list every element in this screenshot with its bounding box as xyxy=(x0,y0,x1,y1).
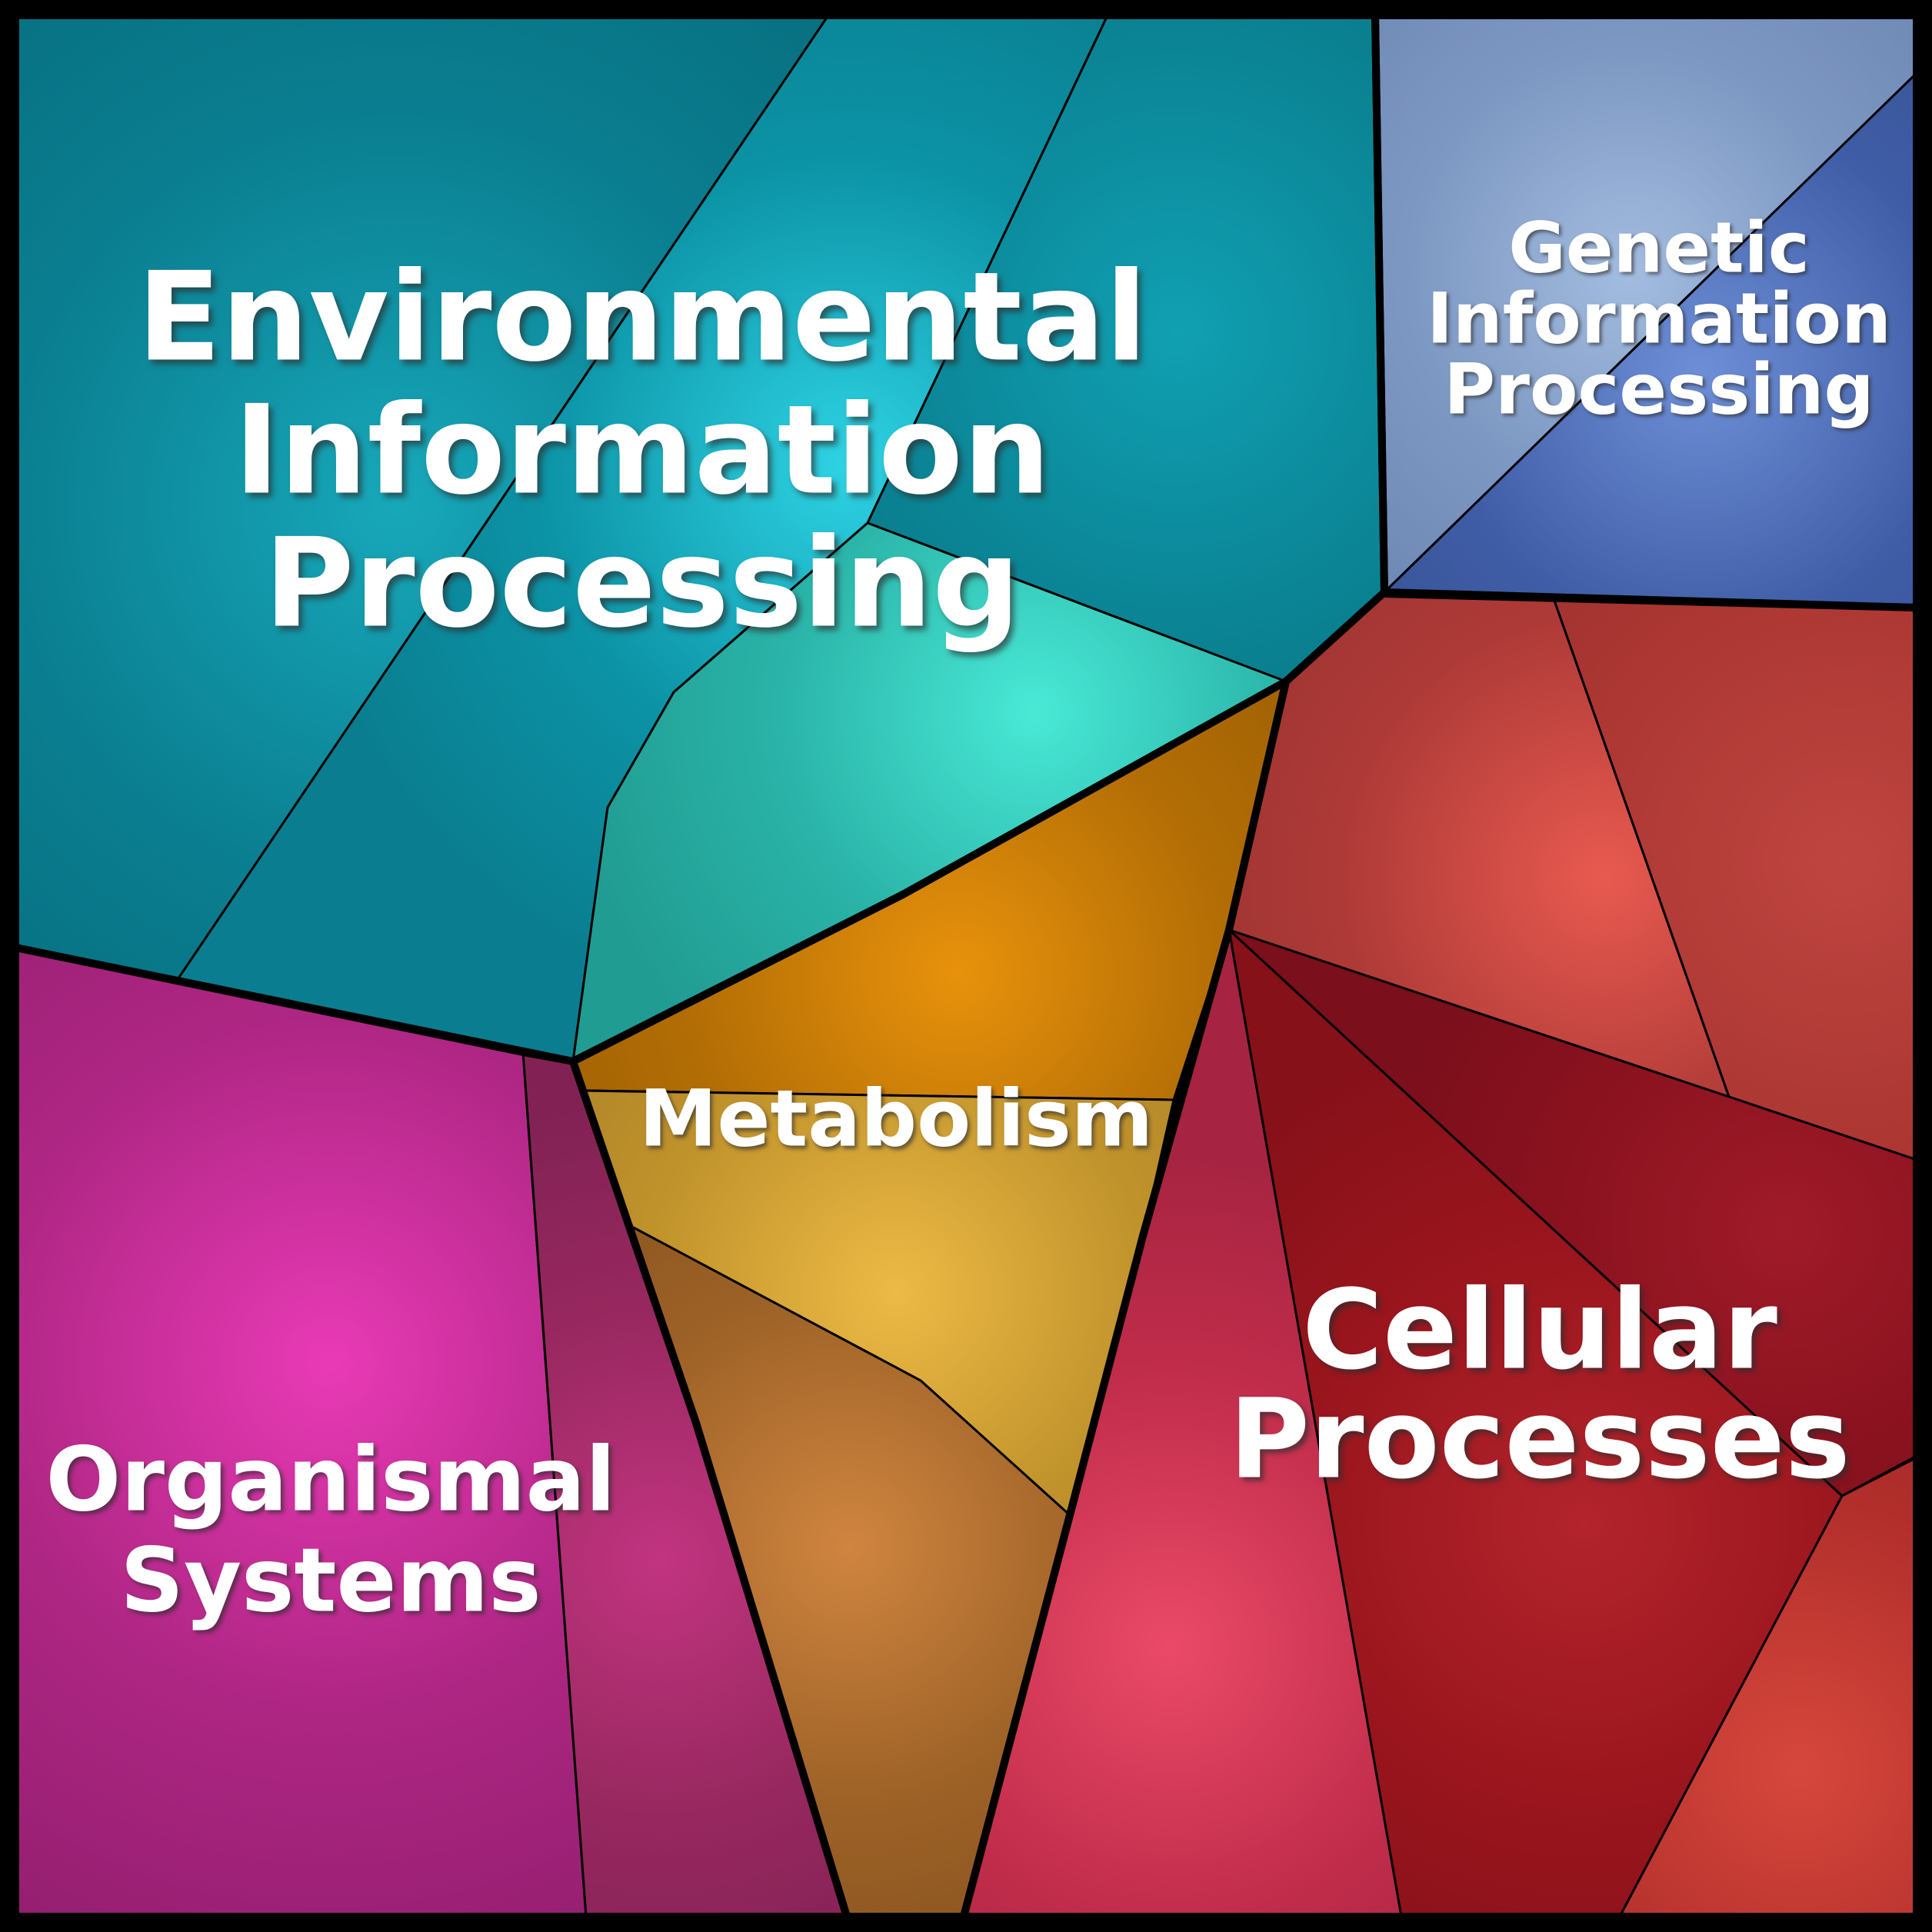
organismal-systems-label-line-1: Organismal xyxy=(46,1429,616,1532)
environmental-information-processing-label-line-3: Processing xyxy=(264,511,1020,655)
organismal-systems-label-line-2: Systems xyxy=(120,1530,541,1633)
genetic-information-processing-label-line-3: Processing xyxy=(1444,350,1874,431)
cellular-processes-label-line-1: Cellular xyxy=(1302,1266,1777,1394)
environmental-information-processing-label-line-1: Environmental xyxy=(137,245,1148,389)
metabolism-label-line-1: Metabolism xyxy=(639,1074,1153,1165)
cellular-processes-label-line-2: Processes xyxy=(1229,1375,1850,1504)
environmental-information-processing-label-line-2: Information xyxy=(234,378,1051,522)
genetic-information-processing-label-line-2: Information xyxy=(1427,279,1891,360)
genetic-information-processing-label-line-1: Genetic xyxy=(1508,208,1810,289)
